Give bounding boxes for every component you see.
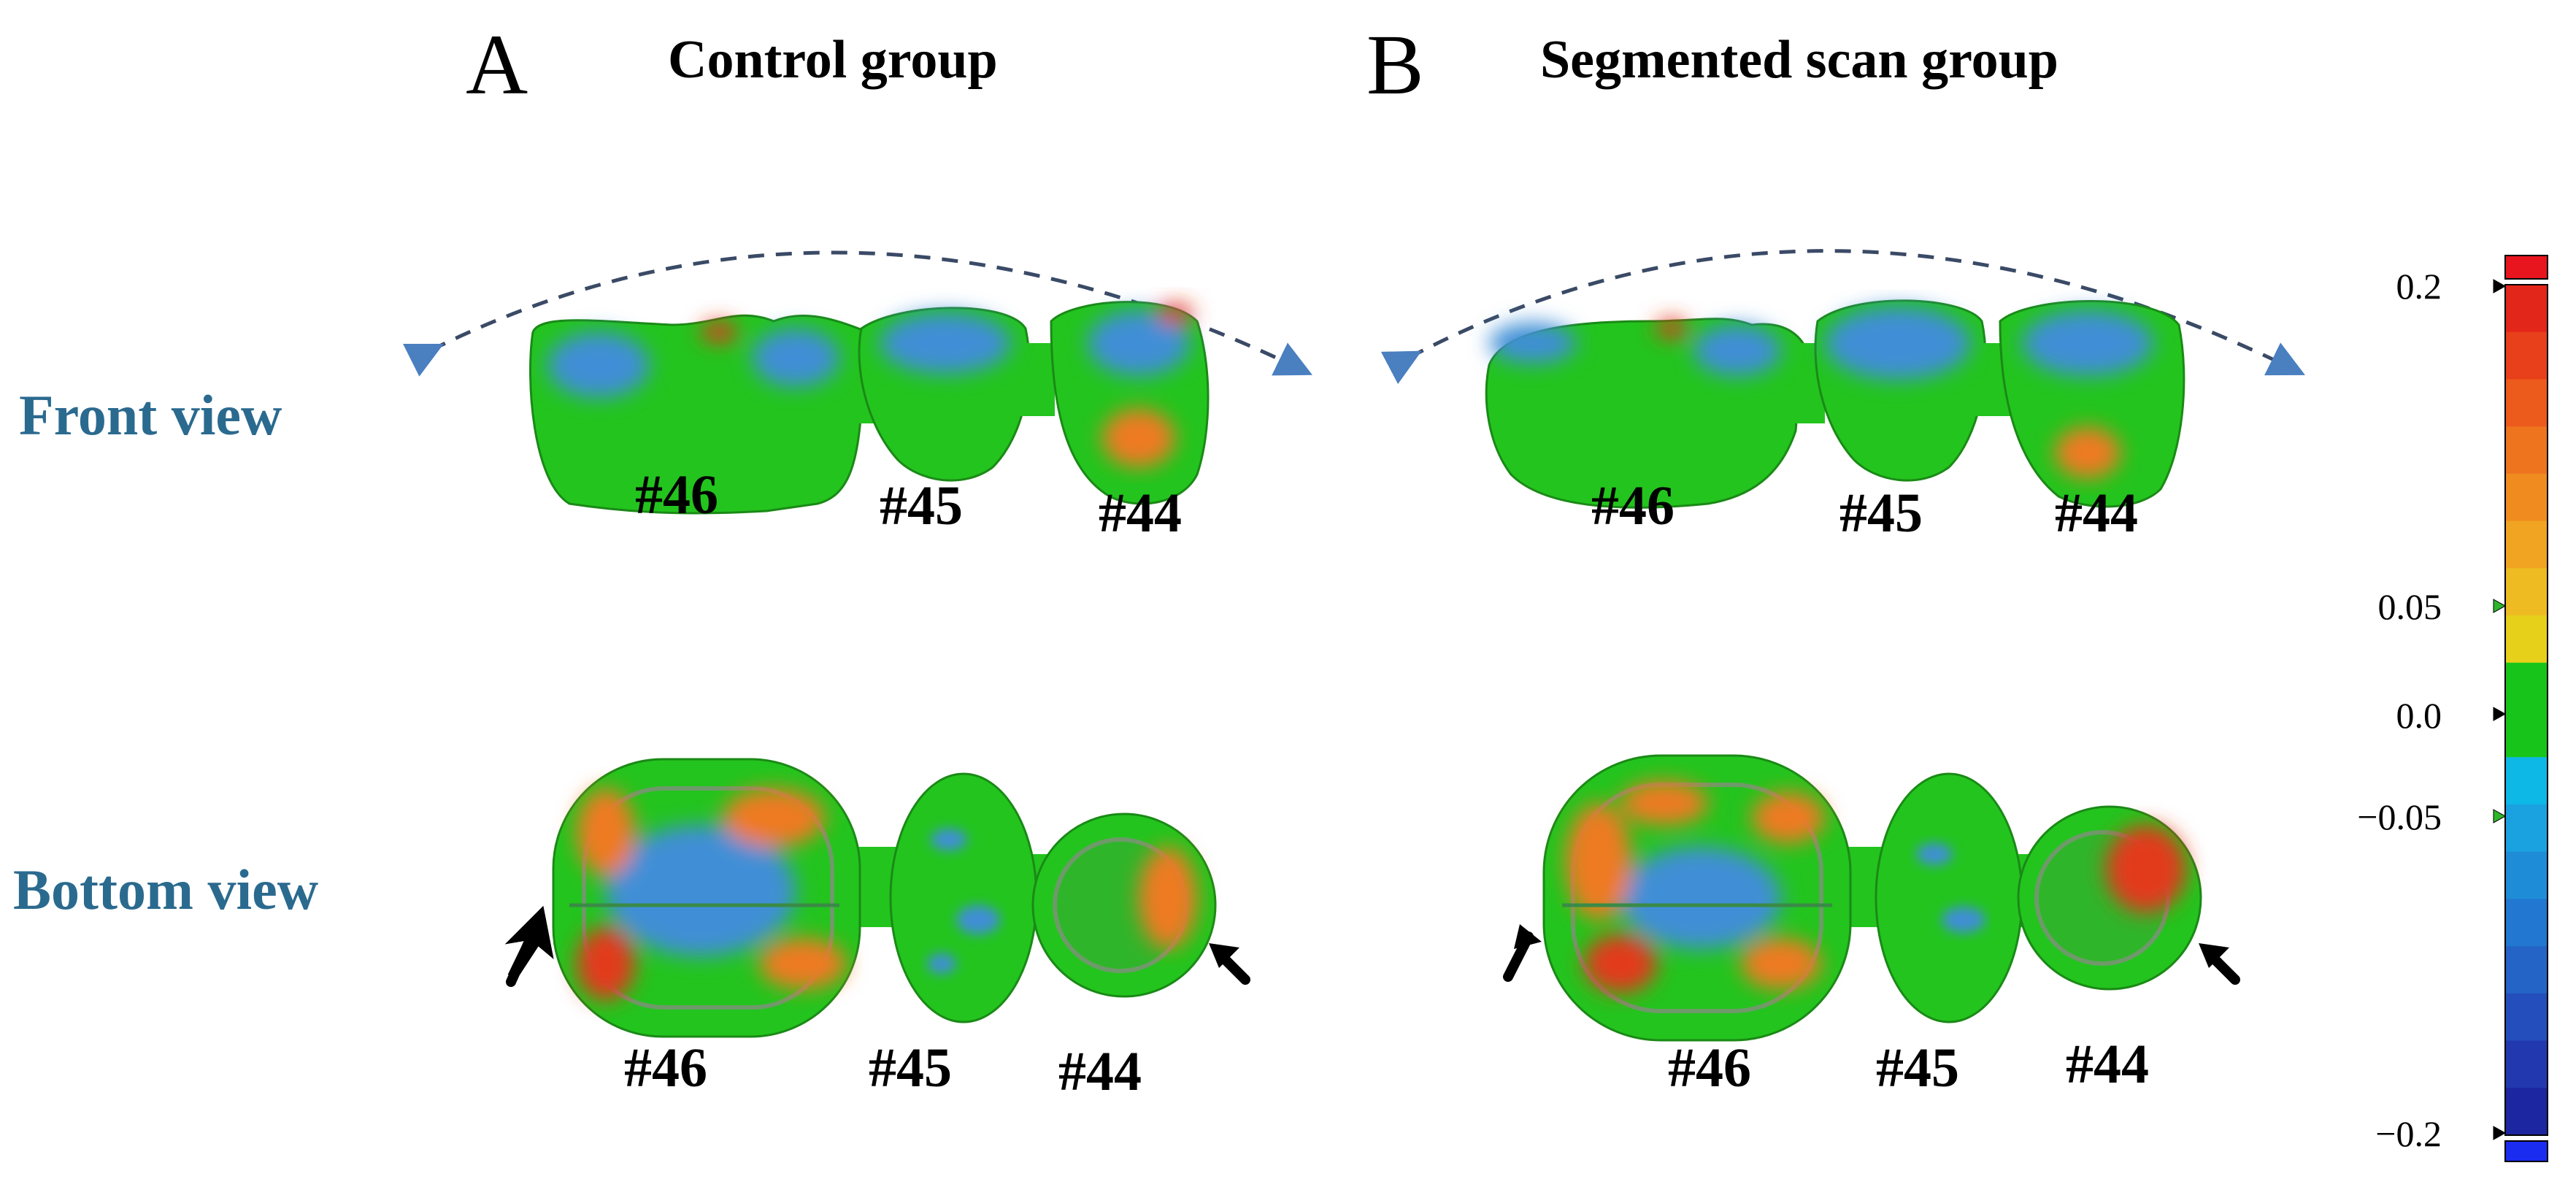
- tooth-label-front-a-44: #44: [1099, 483, 1182, 544]
- colorbar-segment: [2505, 804, 2548, 853]
- tooth-label-front-b-46: #46: [1591, 475, 1675, 537]
- panel-title-segmented: Segmented scan group: [1540, 30, 2058, 90]
- colorbar-segment: [2505, 285, 2548, 333]
- bottom-arrow-a-left: [504, 905, 554, 987]
- colorbar-segment: [2505, 331, 2548, 380]
- tooth-label-front-b-45: #45: [1839, 483, 1923, 544]
- scale-label-0-05: 0.05: [2377, 586, 2442, 627]
- colorbar-segment: [2505, 615, 2548, 664]
- colorbar-under-swatch: [2504, 1140, 2548, 1162]
- front-view-model-b: [1485, 299, 2185, 509]
- colorbar-segment: [2505, 473, 2548, 522]
- tooth-label-bottom-a-45: #45: [869, 1037, 952, 1099]
- panel-letter-b: B: [1366, 17, 1424, 112]
- tooth-label-front-b-44: #44: [2055, 483, 2138, 544]
- tooth-label-bottom-b-46: #46: [1668, 1037, 1751, 1099]
- tooth-label-front-a-46: #46: [635, 464, 718, 526]
- row-label-bottom: Bottom view: [13, 858, 319, 921]
- colorbar-tick: [2493, 1126, 2507, 1140]
- tooth-label-front-a-45: #45: [880, 475, 963, 537]
- colorbar-segment: [2505, 757, 2548, 805]
- tooth-label-bottom-a-44: #44: [1058, 1041, 1142, 1102]
- colorbar-segment: [2505, 1040, 2548, 1088]
- bottom-view-model-a: [552, 758, 1217, 1038]
- bottom-view-model-b: [1542, 754, 2202, 1042]
- tooth-label-bottom-b-45: #45: [1876, 1037, 1959, 1099]
- colorbar-over-swatch: [2504, 255, 2548, 280]
- panel-letter-a: A: [466, 17, 528, 112]
- scale-label-0-0: 0.0: [2396, 695, 2442, 736]
- panel-title-control: Control group: [668, 30, 998, 90]
- colorbar-segment: [2505, 662, 2548, 710]
- tooth-label-bottom-a-46: #46: [624, 1037, 707, 1099]
- colorbar-segment: [2505, 851, 2548, 899]
- front-view-model-a: [529, 301, 1210, 515]
- colorbar-segment: [2505, 426, 2548, 475]
- colorbar-segment: [2505, 946, 2548, 994]
- colorbar-segment: [2505, 520, 2548, 569]
- colorbar-segment: [2505, 568, 2548, 616]
- colorbar-frame: [2504, 284, 2548, 1136]
- colorbar-segment: [2505, 710, 2548, 758]
- scale-label-neg-0-2: −0.2: [2375, 1113, 2442, 1154]
- colorbar-tick: [2493, 599, 2507, 613]
- colorbar-segment: [2505, 993, 2548, 1042]
- colorbar-tick: [2493, 809, 2507, 823]
- colorbar-tick: [2493, 707, 2507, 721]
- colorbar-segment: [2505, 1088, 2548, 1136]
- colorbar-segment: [2505, 379, 2548, 427]
- colorbar-tick: [2493, 279, 2507, 293]
- front-arc-arrow-b: [1380, 249, 2305, 385]
- scale-label-0-2: 0.2: [2396, 266, 2442, 307]
- colorbar-segment: [2505, 899, 2548, 947]
- row-label-front: Front view: [19, 383, 282, 447]
- scale-label-neg-0-05: −0.05: [2357, 796, 2442, 837]
- tooth-label-bottom-b-44: #44: [2066, 1034, 2149, 1095]
